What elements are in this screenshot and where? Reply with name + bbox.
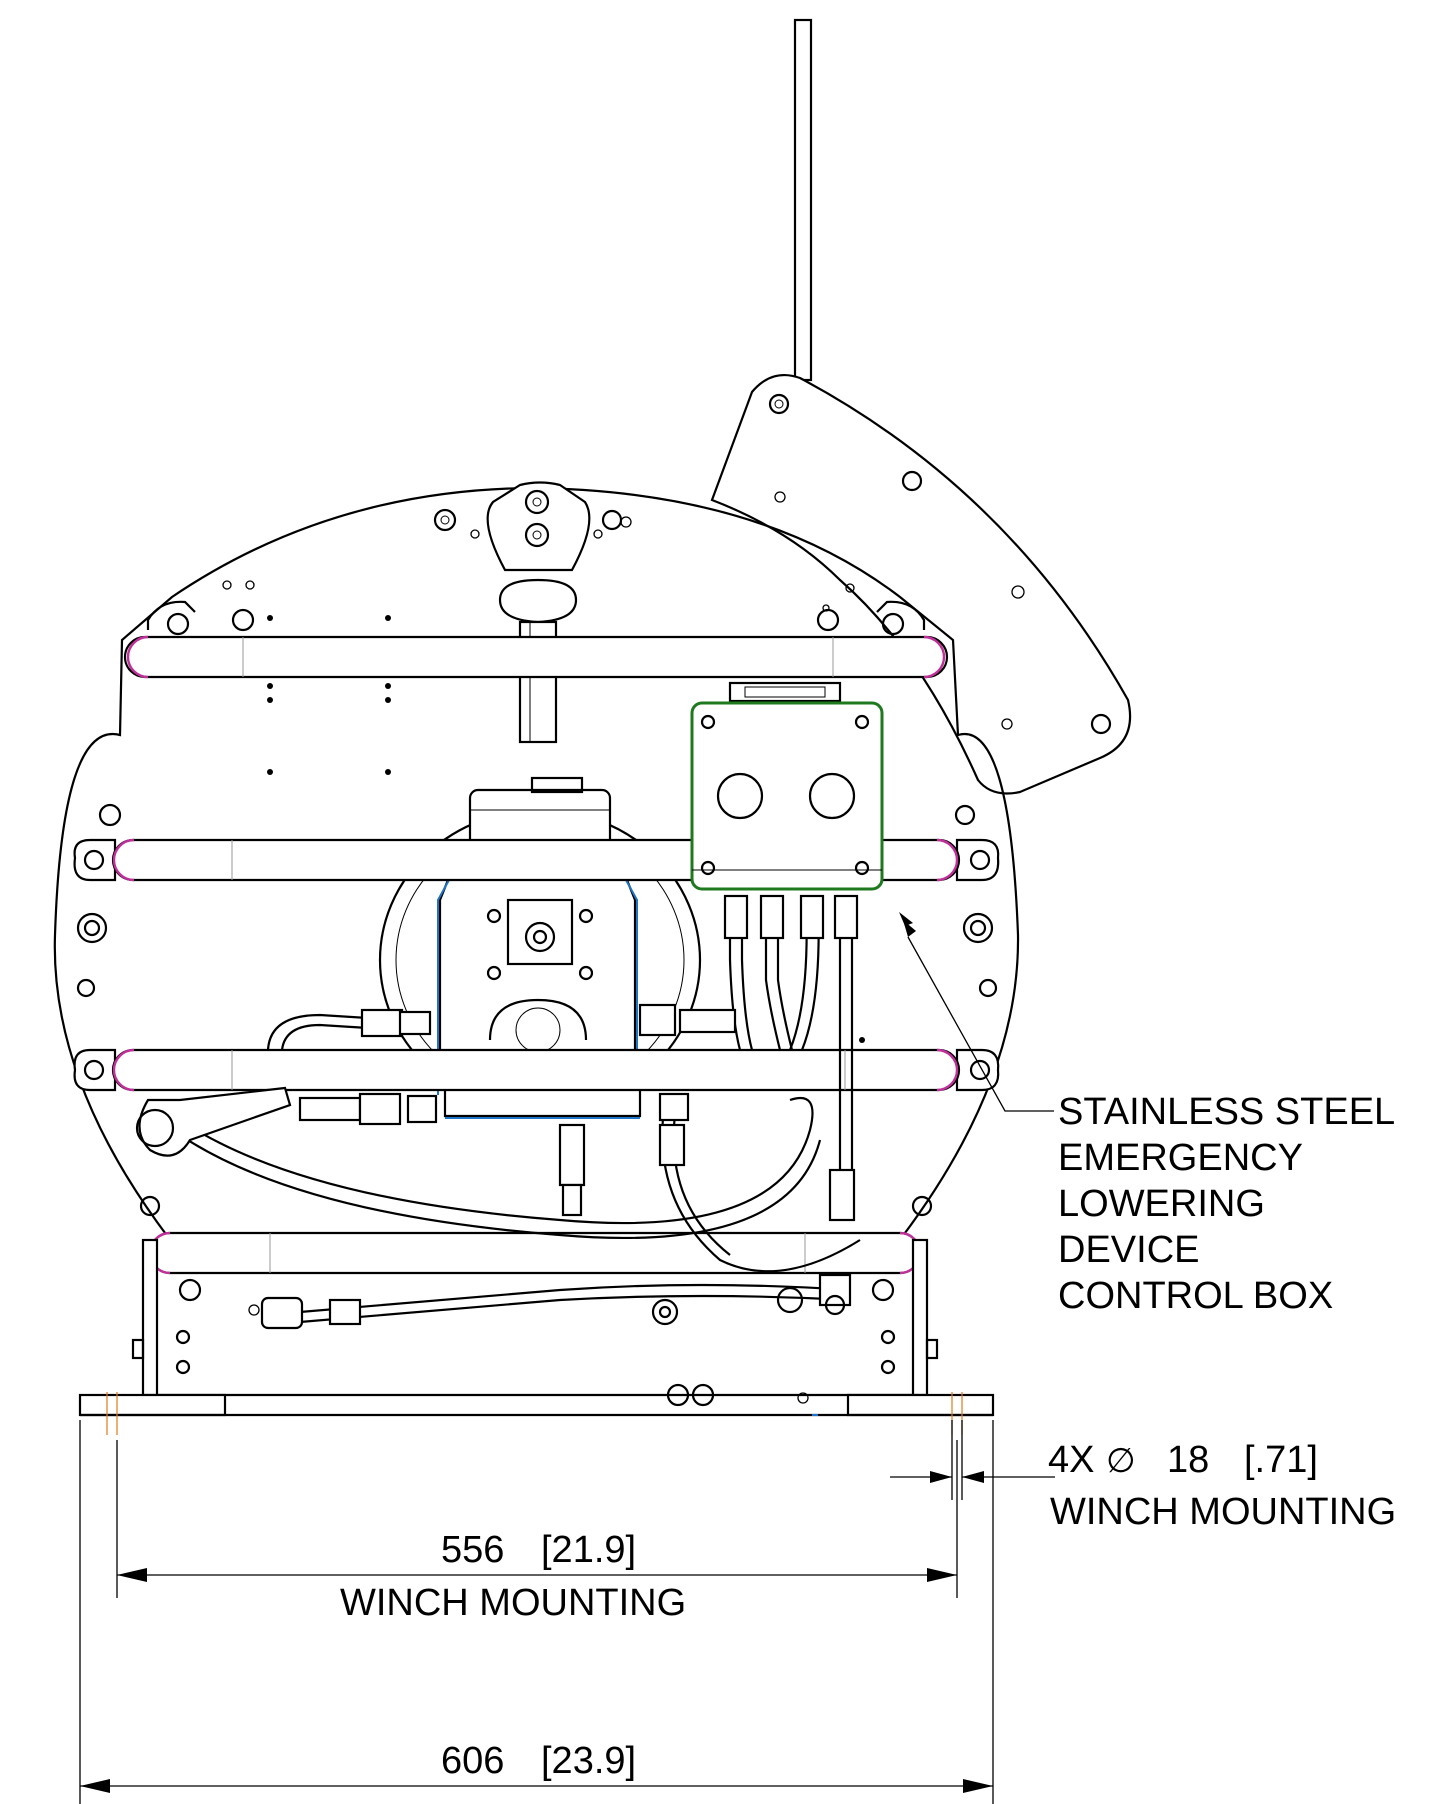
inner-imperial: [21.9] xyxy=(541,1529,636,1571)
corner-tabs xyxy=(146,600,926,630)
callout-line-3: LOWERING xyxy=(1058,1183,1265,1225)
inner-value: 556 xyxy=(441,1529,504,1571)
outer-imperial: [23.9] xyxy=(541,1740,636,1782)
callout-text: STAINLESS STEEL EMERGENCY LOWERING DEVIC… xyxy=(1058,1091,1395,1317)
lifting-eye xyxy=(486,481,591,744)
outer-value: 606 xyxy=(441,1740,504,1782)
callout-leader xyxy=(899,912,1054,1112)
guard-bar-3 xyxy=(73,1048,1000,1092)
mounting-hole-centerlines xyxy=(106,1392,963,1435)
dimension-hole xyxy=(890,1420,1055,1500)
dimension-inner xyxy=(116,1440,958,1598)
guard-bar-4 xyxy=(148,1231,922,1275)
motor-assembly xyxy=(378,776,702,1119)
dimension-outer xyxy=(79,1420,994,1804)
winch-base xyxy=(78,1238,995,1417)
guard-bar-1 xyxy=(123,635,949,679)
hose-fittings xyxy=(260,894,859,1330)
inner-dimension-text: 556 [21.9] WINCH MOUNTING xyxy=(340,1529,686,1624)
hole-dimension-text: 4X ∅ 18 [.71] WINCH MOUNTING xyxy=(1048,1439,1396,1533)
callout-line-4: DEVICE xyxy=(1058,1229,1199,1271)
hydraulic-hoses xyxy=(135,899,861,1324)
diameter-symbol: ∅ xyxy=(1106,1442,1136,1480)
callout-line-2: EMERGENCY xyxy=(1058,1137,1303,1179)
hole-size: 18 xyxy=(1167,1439,1209,1481)
callout-line-5: CONTROL BOX xyxy=(1058,1275,1333,1317)
outer-dimension-text: 606 [23.9] xyxy=(441,1740,636,1782)
hole-count: 4X xyxy=(1048,1439,1094,1481)
callout-line-1: STAINLESS STEEL xyxy=(1058,1091,1395,1133)
antenna-mast xyxy=(793,18,813,382)
arc-bracket-plate xyxy=(710,374,1132,795)
control-box xyxy=(690,681,884,891)
hole-size-imperial: [.71] xyxy=(1244,1439,1318,1481)
hole-label: WINCH MOUNTING xyxy=(1050,1491,1396,1533)
inner-label: WINCH MOUNTING xyxy=(340,1582,686,1624)
